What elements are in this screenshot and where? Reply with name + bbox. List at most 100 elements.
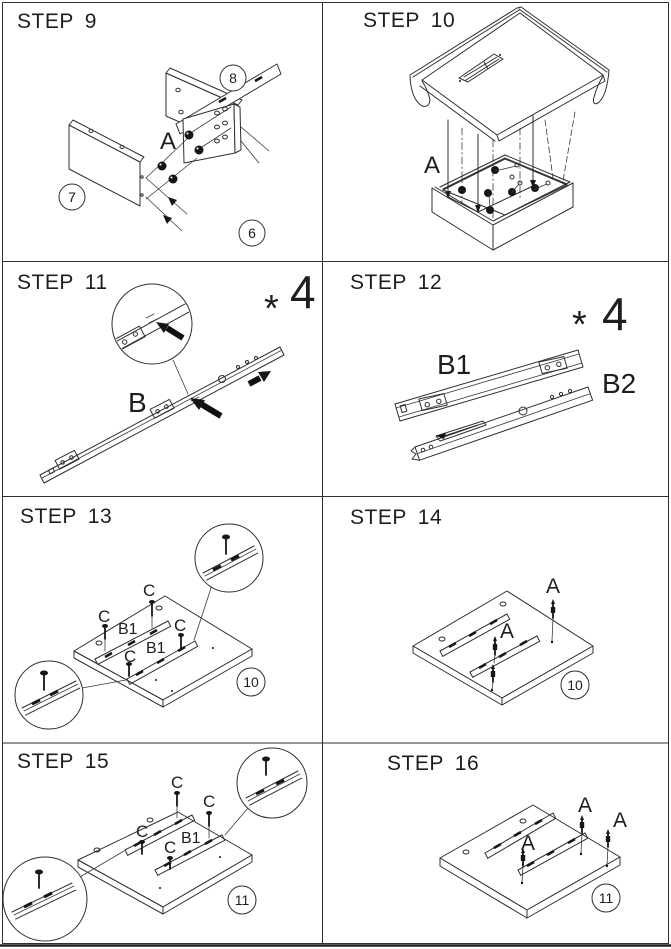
- callout-8: 8: [219, 64, 247, 92]
- mounted-rail-lower: [469, 635, 541, 678]
- step12-label-b1: B1: [437, 349, 471, 380]
- cam-lock-fastener: [184, 130, 194, 140]
- cam-bolt: [520, 848, 526, 885]
- cam-lock-fastener: [168, 174, 178, 184]
- step16-label-a: A: [521, 832, 535, 855]
- magnifier-leader: [172, 359, 189, 395]
- step9-title: STEP 9: [17, 10, 97, 33]
- desk-top-inverted: [409, 6, 610, 142]
- panel-step9: STEP 9: [17, 10, 282, 247]
- drawer-rail-b: [39, 346, 285, 484]
- panel-step13: STEP 13: [14, 505, 266, 730]
- cam-lock-fastener: [157, 161, 167, 171]
- cam-lock-fastener: [484, 189, 492, 197]
- arrowhead: [163, 215, 172, 224]
- step13-label-c: C: [143, 581, 155, 600]
- magnifier-leader: [81, 679, 127, 689]
- step10-label-a: A: [424, 152, 440, 179]
- board-10: [73, 595, 253, 708]
- screw: [167, 856, 173, 870]
- mounted-rail-b1-upper: [94, 620, 172, 665]
- screw: [174, 791, 180, 819]
- step16-title: STEP 16: [387, 752, 479, 775]
- step9-label-a: A: [160, 128, 176, 155]
- rail-bracket: [538, 356, 568, 374]
- insert-direction-arrows: [145, 177, 188, 232]
- panel-step12: STEP 12 * 4 B1 B2: [350, 271, 636, 461]
- panel-step11: STEP 11 * 4: [17, 266, 316, 484]
- step13-label-c: C: [174, 616, 186, 635]
- callout-10: 10: [236, 667, 266, 697]
- screw: [206, 811, 212, 839]
- cam-lock-fastener: [491, 166, 499, 174]
- step12-title: STEP 12: [350, 271, 442, 294]
- mounted-rail-upper: [484, 812, 557, 859]
- svg-text:10: 10: [243, 674, 259, 690]
- svg-text:7: 7: [68, 189, 76, 205]
- svg-text:11: 11: [599, 890, 614, 906]
- step14-title: STEP 14: [350, 506, 442, 529]
- rail-bracket: [149, 398, 175, 419]
- screws-c: [102, 600, 184, 677]
- step12-qty-symbol: *: [572, 304, 587, 346]
- arrowhead: [190, 398, 205, 410]
- step15-title: STEP 15: [17, 750, 109, 773]
- arrowhead: [156, 322, 169, 333]
- cam-bolt: [492, 636, 498, 664]
- magnifier-step15-bottomleft: [2, 850, 125, 942]
- drawer-rail-b2: [410, 386, 594, 461]
- step13-label-b1: B1: [118, 621, 138, 638]
- step11-qty-symbol: *: [264, 288, 279, 330]
- step15-label-c: C: [171, 773, 183, 792]
- magnifier-leader: [224, 807, 249, 836]
- step12-label-b2: B2: [602, 368, 636, 399]
- base-box: [431, 154, 574, 251]
- magnifier-leader: [193, 584, 213, 641]
- board-10: [412, 590, 594, 706]
- panel-step10: STEP 10: [363, 6, 610, 251]
- svg-text:8: 8: [229, 70, 237, 86]
- slide-arrows: [190, 371, 271, 419]
- magnifier-step13-bottomleft: [14, 660, 127, 730]
- step16-label-a: A: [578, 794, 592, 817]
- cam-lock-fastener: [194, 145, 204, 155]
- step15-label-c: C: [136, 822, 148, 841]
- step14-label-a: A: [500, 620, 514, 643]
- callout-7: 7: [58, 183, 86, 211]
- panel-step16: STEP 16: [387, 752, 627, 919]
- step13-label-c: C: [124, 647, 136, 666]
- step12-qty-count: 4: [602, 288, 628, 340]
- mounted-rail-lower: [517, 832, 589, 876]
- screw: [126, 662, 132, 677]
- mounted-rail-upper: [439, 613, 511, 657]
- callout-6: 6: [238, 219, 266, 247]
- panel-step15: STEP 15: [2, 747, 308, 942]
- rail-bracket: [418, 393, 448, 411]
- board-11: [77, 811, 253, 915]
- step13-label-b1: B1: [146, 640, 166, 657]
- screw: [149, 600, 155, 629]
- rail-bracket: [54, 449, 80, 470]
- cam-lock-fastener: [458, 186, 466, 194]
- step13-label-c: C: [98, 607, 110, 626]
- front-panel: [182, 103, 270, 164]
- step14-label-a: A: [546, 575, 560, 598]
- step16-label-a: A: [613, 809, 627, 832]
- magnifier-step11: [111, 283, 193, 395]
- magnifier-leader: [79, 850, 125, 878]
- mounted-rail-b1-lower: [126, 640, 199, 685]
- release-lever: [435, 420, 487, 442]
- board-7: [68, 119, 145, 207]
- panel-step14: STEP 14: [350, 506, 594, 706]
- cam-bolt: [605, 829, 611, 868]
- step11-title: STEP 11: [17, 271, 108, 294]
- screw: [178, 633, 184, 649]
- magnifier-step13-topright: [193, 523, 264, 641]
- step13-title: STEP 13: [20, 505, 112, 528]
- step11-label-b: B: [128, 387, 147, 418]
- cam-bolt: [490, 664, 496, 692]
